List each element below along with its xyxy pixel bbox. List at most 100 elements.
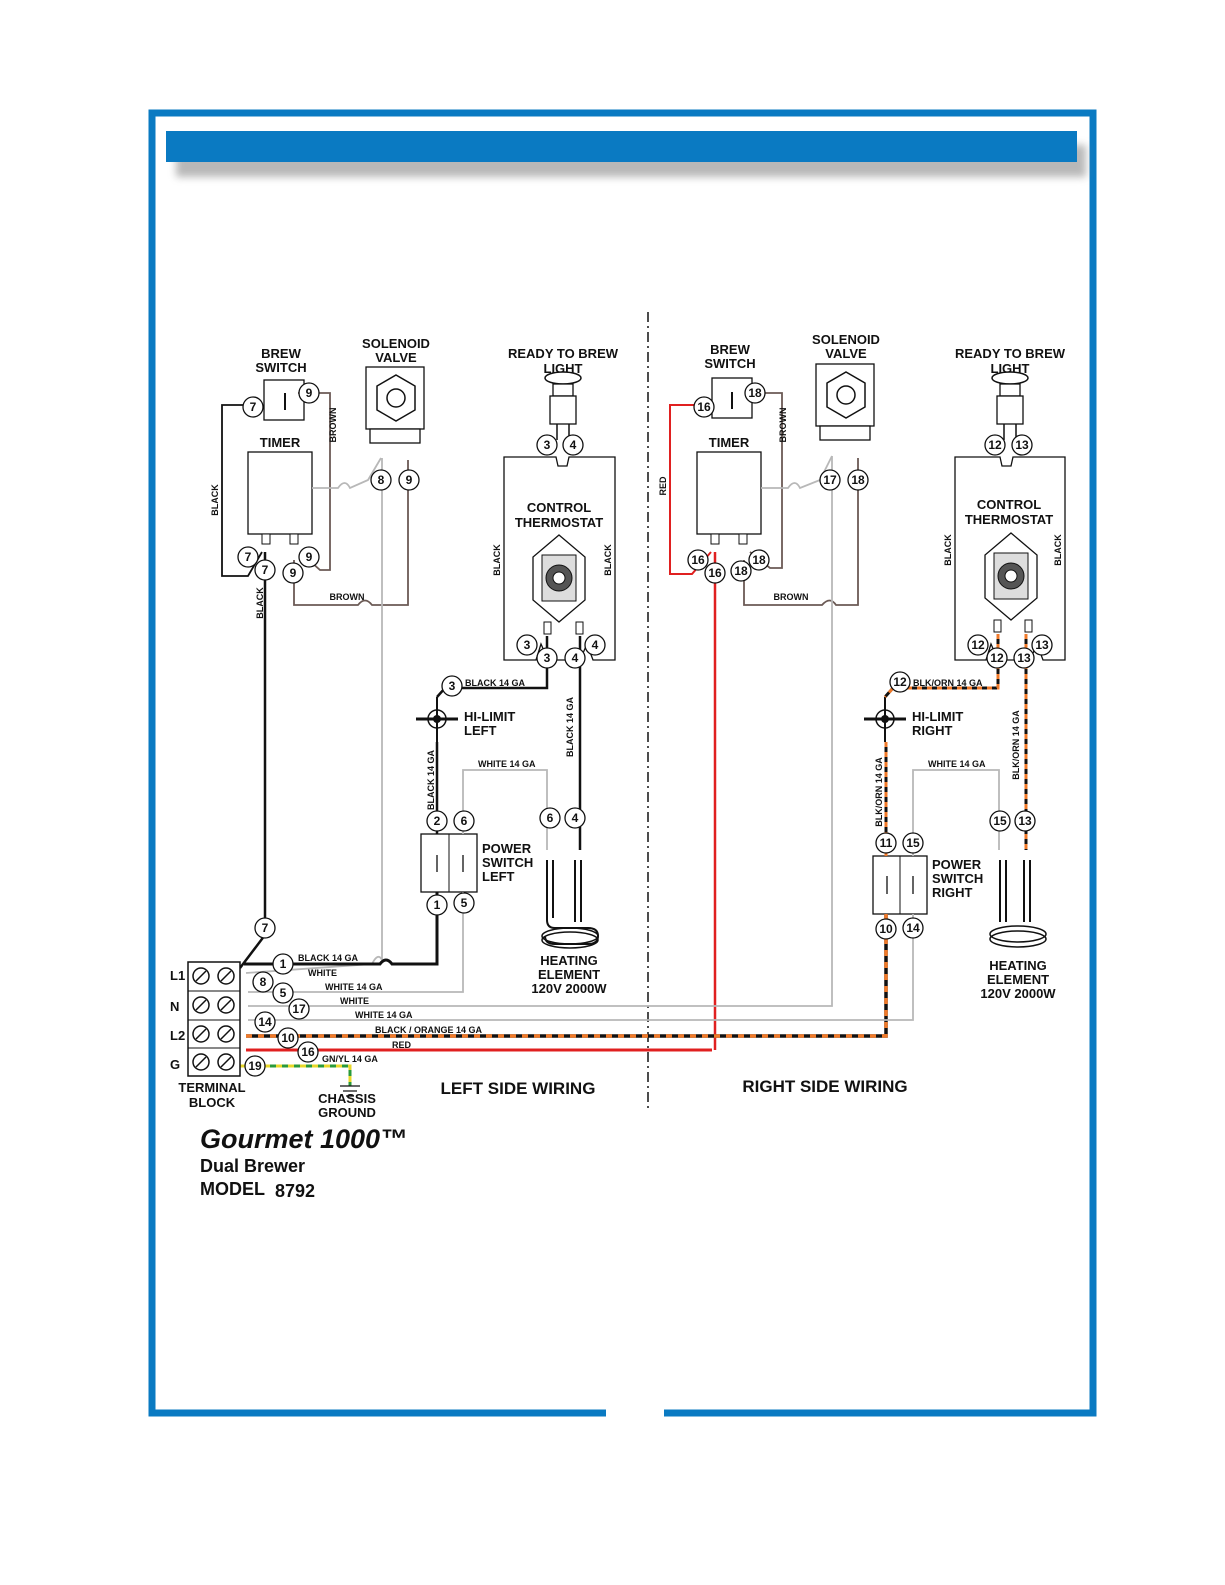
svg-text:16: 16: [691, 553, 705, 567]
svg-text:READY TO BREW: READY TO BREW: [955, 346, 1066, 361]
svg-text:3: 3: [449, 679, 456, 693]
svg-text:12: 12: [893, 675, 907, 689]
svg-text:CHASSIS: CHASSIS: [318, 1091, 376, 1106]
svg-text:17: 17: [823, 473, 837, 487]
svg-text:BROWN: BROWN: [774, 592, 809, 602]
svg-text:WHITE 14 GA: WHITE 14 GA: [325, 982, 383, 992]
left-power-switch: POWER SWITCH LEFT: [420, 833, 533, 893]
svg-text:SWITCH: SWITCH: [255, 360, 306, 375]
svg-text:BLACK: BLACK: [255, 587, 265, 619]
svg-text:12: 12: [988, 438, 1002, 452]
right-control-thermostat: CONTROL THERMOSTAT: [954, 456, 1066, 661]
svg-text:BROWN: BROWN: [328, 408, 338, 443]
svg-text:RIGHT: RIGHT: [932, 885, 973, 900]
svg-text:5: 5: [461, 896, 468, 910]
svg-text:3: 3: [544, 438, 551, 452]
svg-text:SOLENOID: SOLENOID: [362, 336, 430, 351]
right-side-wiring-caption: RIGHT SIDE WIRING: [742, 1077, 907, 1096]
svg-text:BREW: BREW: [261, 346, 301, 361]
svg-text:4: 4: [570, 438, 577, 452]
left-side-wiring: BREW SWITCH SOLENOID VALVE READY TO BREW…: [221, 336, 712, 1097]
svg-text:3: 3: [544, 651, 551, 665]
svg-text:6: 6: [461, 814, 468, 828]
model-label: MODEL: [200, 1179, 265, 1199]
right-power-switch: POWER SWITCH RIGHT: [872, 855, 983, 915]
svg-text:12: 12: [990, 651, 1004, 665]
svg-text:SWITCH: SWITCH: [932, 871, 983, 886]
model-number: 8792: [275, 1181, 315, 1201]
svg-text:7: 7: [262, 921, 269, 935]
svg-text:10: 10: [879, 922, 893, 936]
svg-text:15: 15: [993, 814, 1007, 828]
left-control-thermostat: CONTROL THERMOSTAT: [503, 456, 616, 661]
svg-text:16: 16: [708, 566, 722, 580]
svg-text:WHITE 14 GA: WHITE 14 GA: [478, 759, 536, 769]
svg-text:TERMINAL: TERMINAL: [178, 1080, 245, 1095]
svg-text:18: 18: [851, 473, 865, 487]
svg-text:BLACK: BLACK: [1053, 534, 1063, 566]
svg-text:SWITCH: SWITCH: [482, 855, 533, 870]
right-heating-element: HEATING ELEMENT 120V 2000W: [980, 860, 1056, 1001]
svg-text:N: N: [170, 999, 179, 1014]
right-wires: [246, 392, 1028, 1050]
svg-text:6: 6: [547, 811, 554, 825]
svg-text:BLK/ORN 14 GA: BLK/ORN 14 GA: [913, 678, 983, 688]
svg-text:BLK/ORN 14 GA: BLK/ORN 14 GA: [1011, 710, 1021, 780]
svg-text:10: 10: [281, 1031, 295, 1045]
svg-text:7: 7: [245, 550, 252, 564]
svg-text:CONTROL: CONTROL: [977, 497, 1041, 512]
svg-text:READY TO BREW: READY TO BREW: [508, 346, 619, 361]
svg-text:BLACK: BLACK: [943, 534, 953, 566]
svg-text:WHITE: WHITE: [340, 996, 369, 1006]
svg-text:TIMER: TIMER: [709, 435, 750, 450]
left-hi-limit: HI-LIMIT LEFT: [416, 697, 515, 742]
svg-text:BROWN: BROWN: [330, 592, 365, 602]
right-solenoid-valve: SOLENOID VALVE: [812, 332, 880, 441]
svg-text:LEFT: LEFT: [464, 723, 497, 738]
svg-text:L2: L2: [170, 1028, 185, 1043]
svg-text:11: 11: [880, 836, 893, 850]
svg-text:SWITCH: SWITCH: [704, 356, 755, 371]
left-side-wiring-caption: LEFT SIDE WIRING: [441, 1079, 596, 1098]
svg-text:WHITE 14 GA: WHITE 14 GA: [928, 759, 986, 769]
svg-text:BLACK: BLACK: [492, 544, 502, 576]
svg-text:4: 4: [572, 651, 579, 665]
svg-text:13: 13: [1017, 651, 1031, 665]
svg-text:BLACK: BLACK: [603, 544, 613, 576]
svg-text:BLACK 14 GA: BLACK 14 GA: [426, 750, 436, 811]
svg-text:16: 16: [301, 1045, 315, 1059]
left-solenoid-valve: SOLENOID VALVE: [362, 336, 430, 444]
svg-text:RED: RED: [392, 1040, 412, 1050]
svg-text:8: 8: [378, 473, 385, 487]
svg-text:4: 4: [592, 638, 599, 652]
right-hi-limit: HI-LIMIT RIGHT: [864, 697, 963, 742]
right-side-wiring: BREW SWITCH SOLENOID VALVE READY TO BREW…: [246, 332, 1066, 1050]
svg-text:15: 15: [906, 836, 920, 850]
svg-text:14: 14: [906, 921, 920, 935]
svg-text:CONTROL: CONTROL: [527, 500, 591, 515]
product-title-block: Gourmet 1000™ Dual Brewer MODEL 8792: [200, 1124, 407, 1201]
svg-text:VALVE: VALVE: [825, 346, 867, 361]
svg-text:G: G: [170, 1057, 180, 1072]
product-subtitle: Dual Brewer: [200, 1156, 305, 1176]
svg-text:1: 1: [280, 957, 287, 971]
svg-text:HEATING: HEATING: [540, 953, 598, 968]
svg-text:HEATING: HEATING: [989, 958, 1047, 973]
svg-text:7: 7: [262, 563, 269, 577]
svg-text:BLACK 14 GA: BLACK 14 GA: [298, 953, 359, 963]
svg-text:BLACK / ORANGE 14 GA: BLACK / ORANGE 14 GA: [375, 1025, 483, 1035]
svg-text:18: 18: [748, 386, 762, 400]
header-banner: [166, 131, 1086, 177]
svg-text:17: 17: [292, 1002, 306, 1016]
svg-text:HI-LIMIT: HI-LIMIT: [464, 709, 515, 724]
svg-text:2: 2: [434, 814, 441, 828]
svg-text:120V 2000W: 120V 2000W: [980, 986, 1056, 1001]
svg-text:19: 19: [248, 1059, 262, 1073]
svg-text:BLACK: BLACK: [210, 484, 220, 516]
svg-text:ELEMENT: ELEMENT: [538, 967, 600, 982]
svg-text:POWER: POWER: [932, 857, 982, 872]
svg-text:14: 14: [258, 1015, 272, 1029]
svg-text:GROUND: GROUND: [318, 1105, 376, 1120]
svg-text:9: 9: [290, 566, 297, 580]
